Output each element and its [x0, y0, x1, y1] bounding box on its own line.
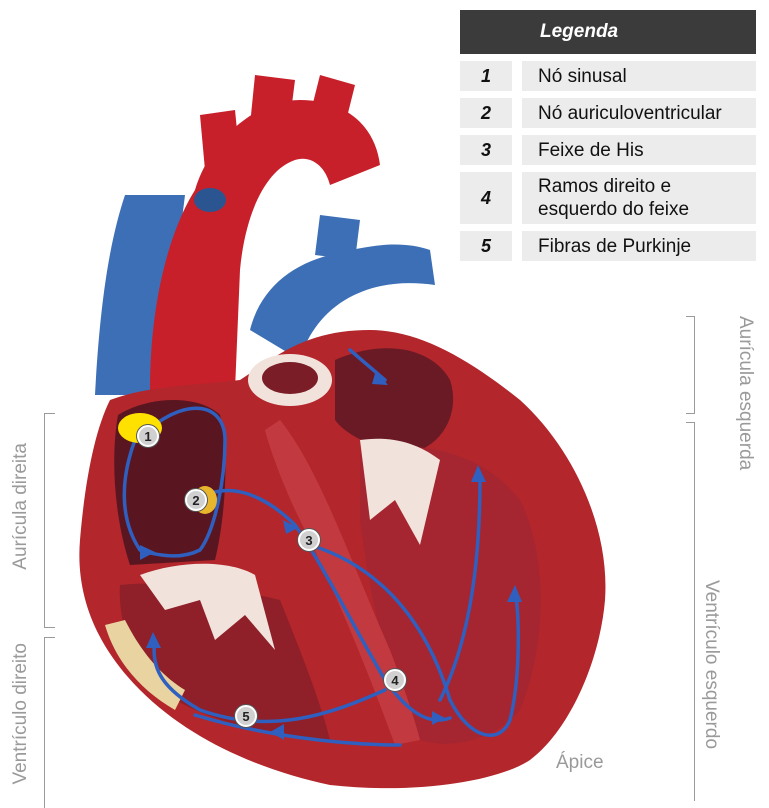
marker-1: 1: [137, 425, 159, 447]
legend-label: Fibras de Purkinje: [522, 231, 756, 261]
marker-5: 5: [235, 705, 257, 727]
legend-title: Legenda: [540, 21, 618, 43]
left-ventricle-bracket: [686, 422, 695, 801]
left-atrium-bracket: [686, 316, 695, 414]
right-atrium-text: Aurícula direita: [10, 443, 31, 570]
legend-row-5: 5 Fibras de Purkinje: [460, 231, 756, 261]
right-ventricle-bracket: [44, 637, 55, 808]
legend-header: Legenda: [460, 10, 756, 54]
marker-4: 4: [384, 669, 406, 691]
vein-opening: [194, 188, 226, 212]
left-ventricle-label: Ventrículo esquerdo: [700, 580, 722, 749]
legend-label: Nó sinusal: [522, 61, 756, 91]
right-atrium-label: Aurícula direita: [10, 443, 32, 570]
right-atrium-bracket: [44, 413, 55, 628]
legend-number: 2: [460, 98, 512, 128]
legend-label: Nó auriculoventricular: [522, 98, 756, 128]
marker-2: 2: [185, 489, 207, 511]
pulmonary-branch: [315, 215, 360, 260]
left-atrium-label: Aurícula esquerda: [705, 316, 755, 470]
legend: Legenda 1 Nó sinusal 2 Nó auriculoventri…: [460, 10, 756, 261]
left-atrium-text: Aurícula esquerda: [735, 316, 756, 470]
legend-row-4: 4 Ramos direito e esquerdo do feixe: [460, 172, 756, 224]
legend-label: Feixe de His: [522, 135, 756, 165]
apex-label: Ápice: [556, 752, 604, 774]
legend-number: 1: [460, 61, 512, 91]
marker-3: 3: [298, 529, 320, 551]
aortic-branch-2: [250, 75, 295, 125]
aortic-valve-inner: [262, 362, 318, 394]
legend-number: 5: [460, 231, 512, 261]
legend-row-1: 1 Nó sinusal: [460, 61, 756, 91]
legend-number: 4: [460, 172, 512, 224]
aortic-branch-1: [200, 110, 240, 170]
legend-number: 3: [460, 135, 512, 165]
right-ventricle-text: Ventrículo direito: [10, 643, 31, 785]
legend-row-3: 3 Feixe de His: [460, 135, 756, 165]
left-ventricle-text: Ventrículo esquerdo: [701, 580, 722, 749]
legend-row-2: 2 Nó auriculoventricular: [460, 98, 756, 128]
legend-label: Ramos direito e esquerdo do feixe: [522, 172, 756, 224]
right-ventricle-label: Ventrículo direito: [10, 643, 32, 785]
